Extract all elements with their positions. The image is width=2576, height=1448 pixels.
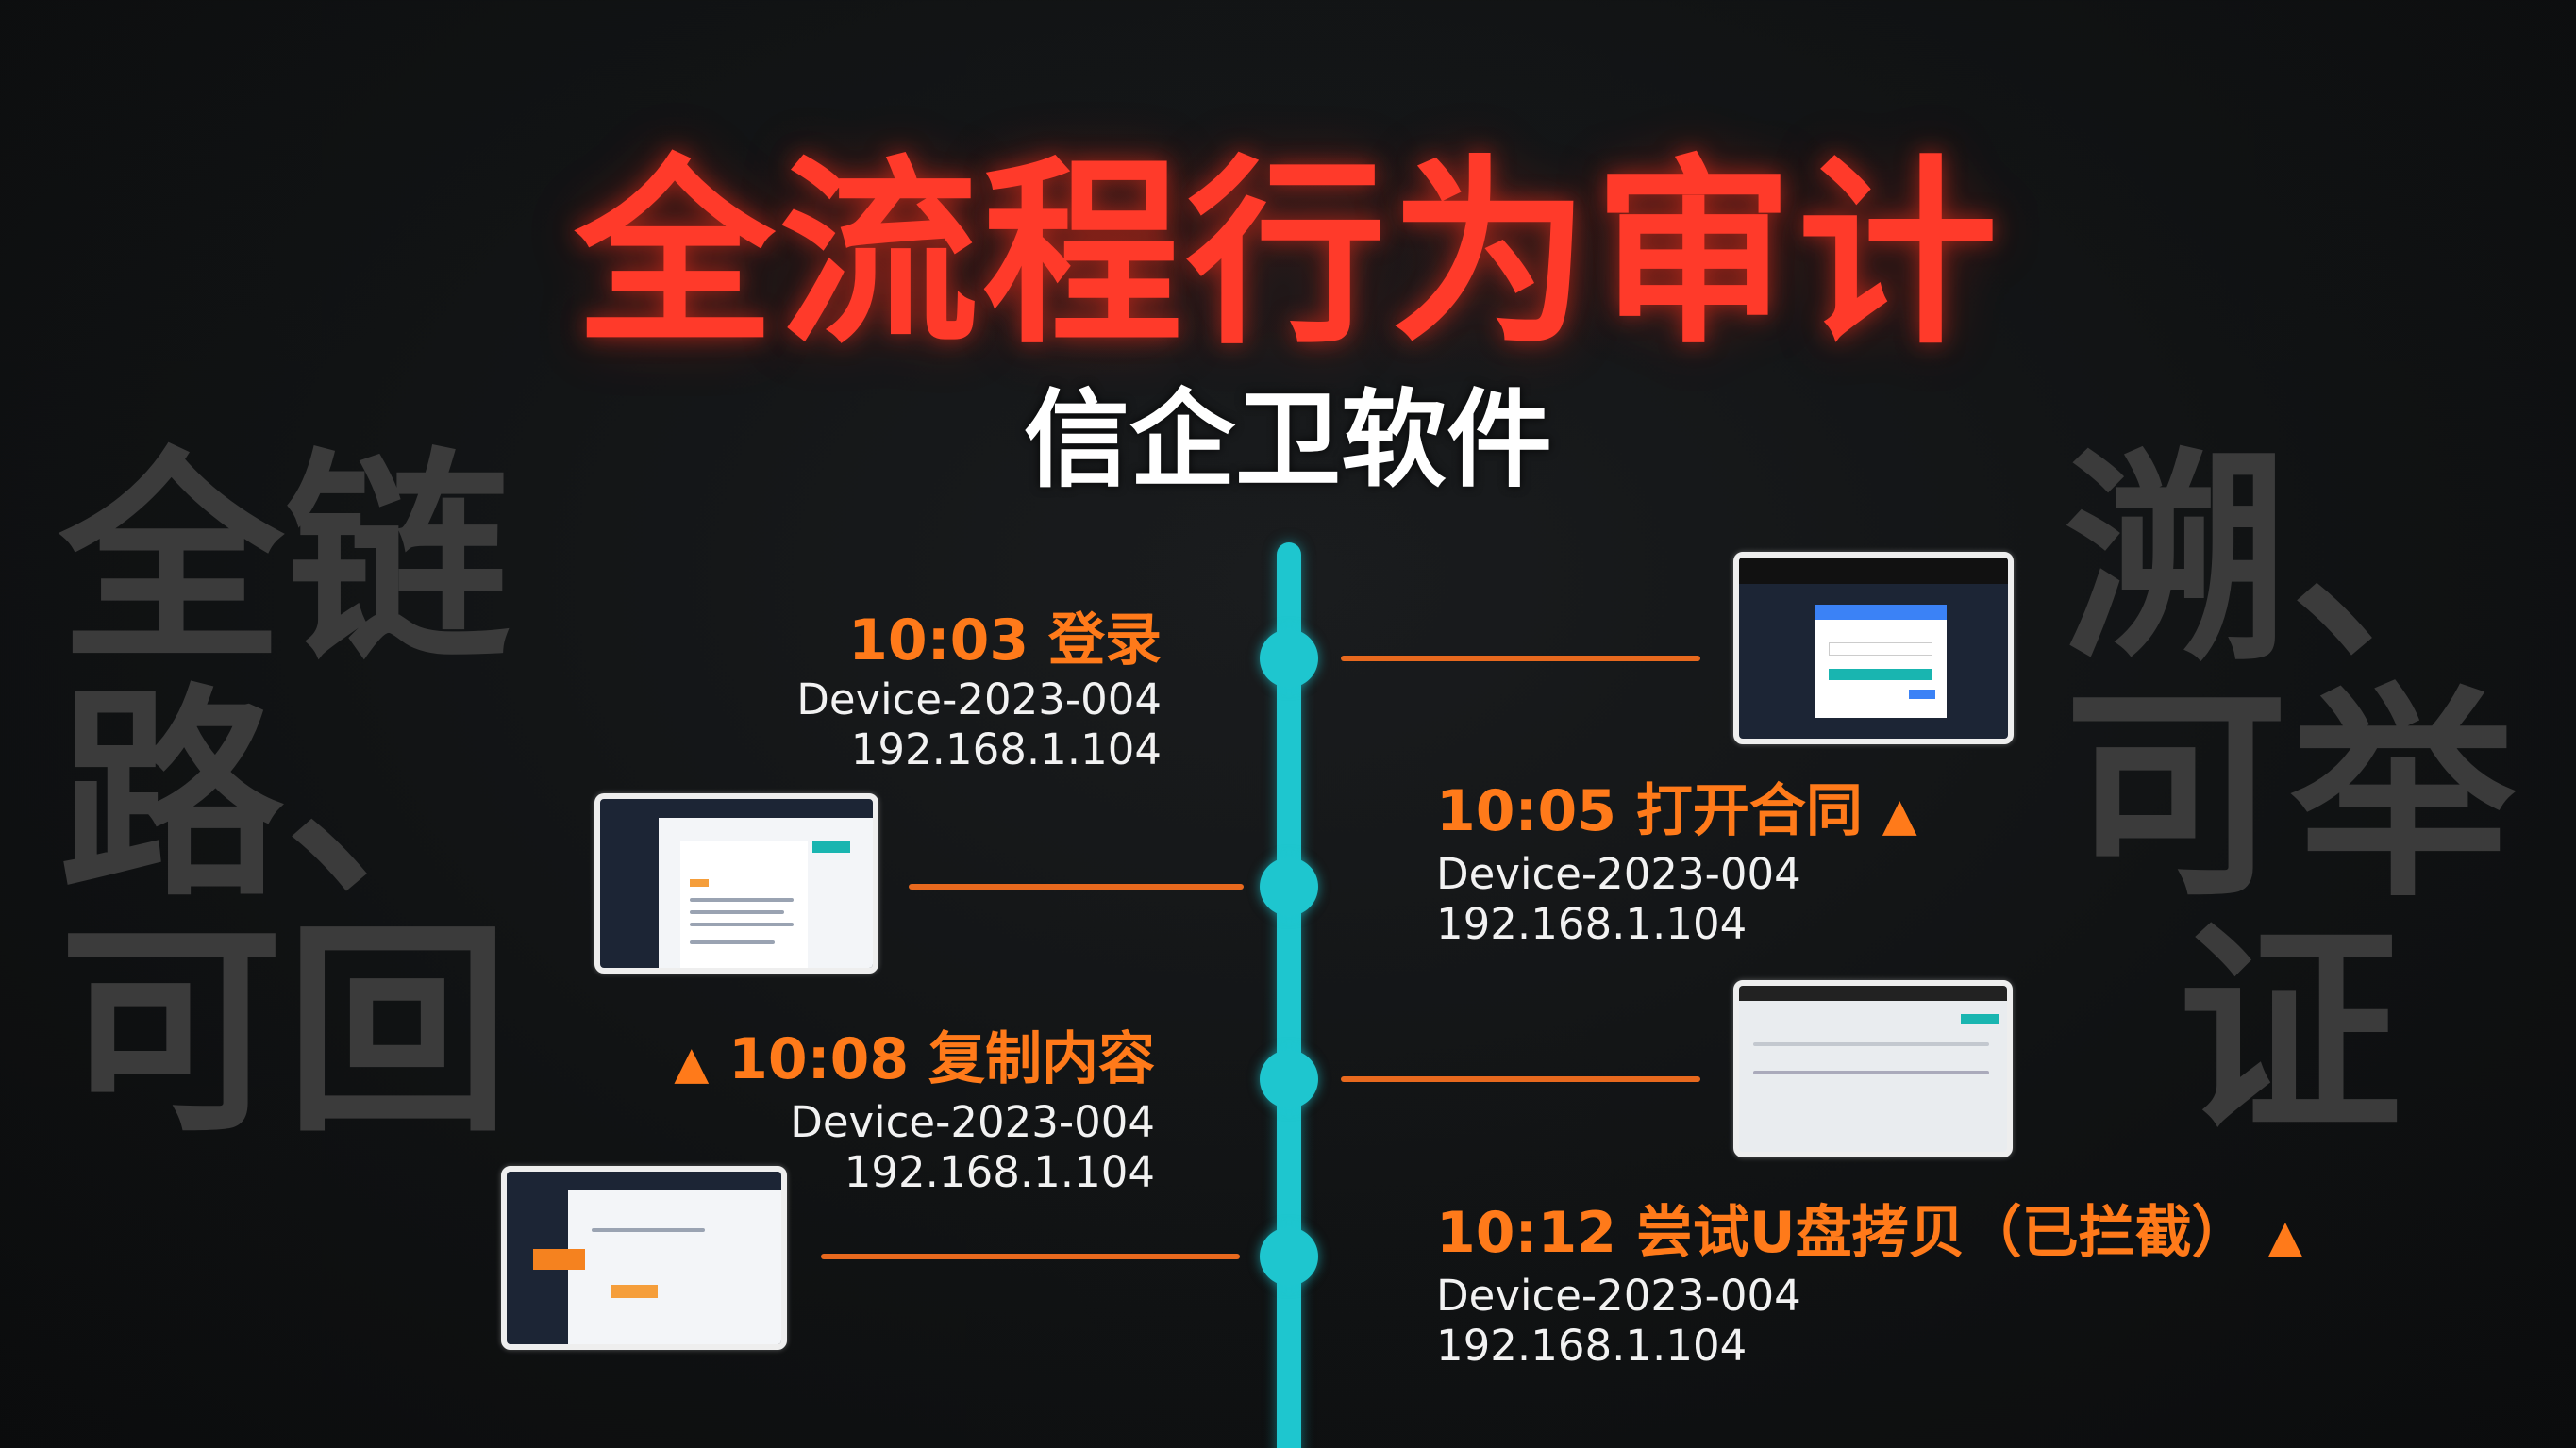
event-ip: 192.168.1.104 [1436, 1321, 1748, 1371]
event-time-label: 10:05 打开合同 [1436, 778, 1863, 844]
event-time-label: 10:03 登录 [848, 607, 1162, 674]
event-ip: 192.168.1.104 [850, 724, 1162, 774]
event-device: Device-2023-004 [796, 674, 1162, 724]
event-time-label: 10:08 复制内容 [728, 1026, 1155, 1092]
connector-3 [1341, 1076, 1700, 1082]
event-time-label: 10:12 尝试U盘拷贝（已拦截） [1436, 1200, 2249, 1266]
event-ip: 192.168.1.104 [1436, 899, 1748, 949]
event-login: 10:03 登录 Device-2023-004 192.168.1.104 [796, 607, 1162, 774]
warning-triangle-icon: ▲ [674, 1037, 710, 1090]
connector-4 [821, 1254, 1240, 1259]
timeline-dot-1 [1260, 629, 1318, 688]
warning-triangle-icon: ▲ [1882, 789, 1917, 841]
timeline-axis [1277, 542, 1301, 1448]
timeline-dot-2 [1260, 857, 1318, 916]
brand-subtitle: 信企卫软件 [1024, 379, 1552, 502]
warning-triangle-icon: ▲ [2267, 1210, 2303, 1263]
timeline-dot-3 [1260, 1050, 1318, 1108]
connector-2 [909, 884, 1244, 890]
event-device: Device-2023-004 [1436, 1271, 1801, 1321]
connector-1 [1341, 656, 1700, 661]
event-usb-copy-blocked: 10:12 尝试U盘拷贝（已拦截） ▲ Device-2023-004 192.… [1436, 1199, 2302, 1371]
event-device: Device-2023-004 [790, 1097, 1155, 1147]
background-slogan: 全链路、可回溯、可举证 [59, 430, 2517, 1163]
document-screenshot-thumbnail [594, 793, 878, 974]
timeline-dot-4 [1260, 1227, 1318, 1286]
event-ip: 192.168.1.104 [844, 1147, 1155, 1197]
event-copy-content: ▲ 10:08 复制内容 Device-2023-004 192.168.1.1… [674, 1025, 1155, 1197]
copy-screenshot-thumbnail [501, 1166, 787, 1350]
table-screenshot-thumbnail [1733, 980, 2013, 1157]
login-screenshot-thumbnail [1733, 552, 2014, 744]
page-title: 全流程行为审计 [575, 138, 2001, 371]
event-open-contract: 10:05 打开合同 ▲ Device-2023-004 192.168.1.1… [1436, 777, 1917, 949]
event-device: Device-2023-004 [1436, 849, 1801, 899]
